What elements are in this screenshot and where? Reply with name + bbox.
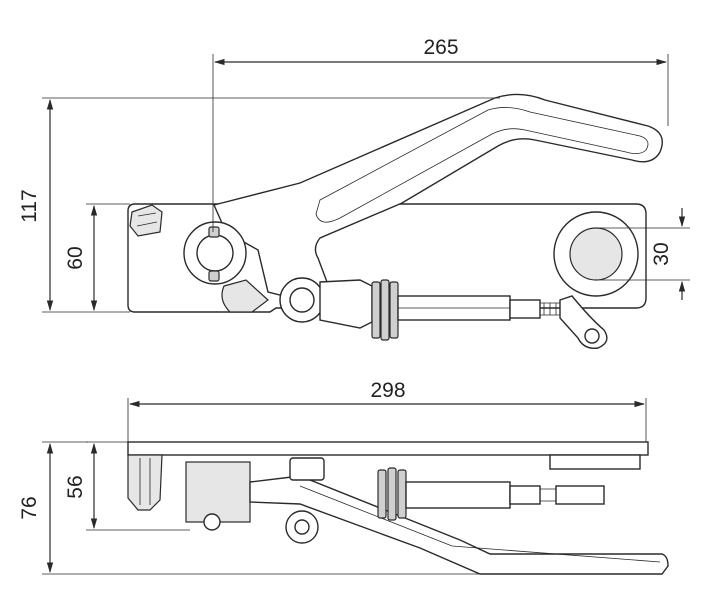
dim-label-56: 56 — [64, 475, 87, 498]
side-pivot-block — [185, 461, 251, 523]
pivot-hole — [196, 234, 234, 272]
dim-label-298: 298 — [370, 379, 405, 402]
dimension-265: 265 — [212, 36, 669, 232]
side-view — [127, 441, 669, 575]
dimension-60: 60 — [64, 203, 130, 312]
dim-label-30: 30 — [650, 242, 673, 265]
lever-arm — [213, 93, 663, 301]
side-catch — [127, 454, 163, 511]
catch-hook — [129, 204, 163, 237]
side-base-plate — [127, 441, 649, 456]
rod-body — [319, 279, 373, 329]
side-spring — [377, 467, 407, 521]
dimension-117: 117 — [18, 97, 500, 313]
cam — [221, 279, 269, 313]
dim-label-117: 117 — [18, 189, 41, 222]
side-rod — [405, 481, 511, 509]
top-view — [127, 93, 663, 349]
dim-label-60: 60 — [64, 246, 87, 269]
dimension-30: 30 — [596, 208, 690, 300]
lever-slot — [315, 107, 649, 223]
dimension-76: 76 — [18, 441, 480, 575]
dim-label-76: 76 — [18, 496, 41, 519]
spring-coils — [371, 279, 399, 341]
dimension-298: 298 — [127, 379, 647, 442]
dimension-56: 56 — [64, 441, 190, 531]
dim-label-265: 265 — [423, 36, 458, 59]
side-lever — [249, 475, 669, 575]
mount-hole — [569, 227, 623, 281]
